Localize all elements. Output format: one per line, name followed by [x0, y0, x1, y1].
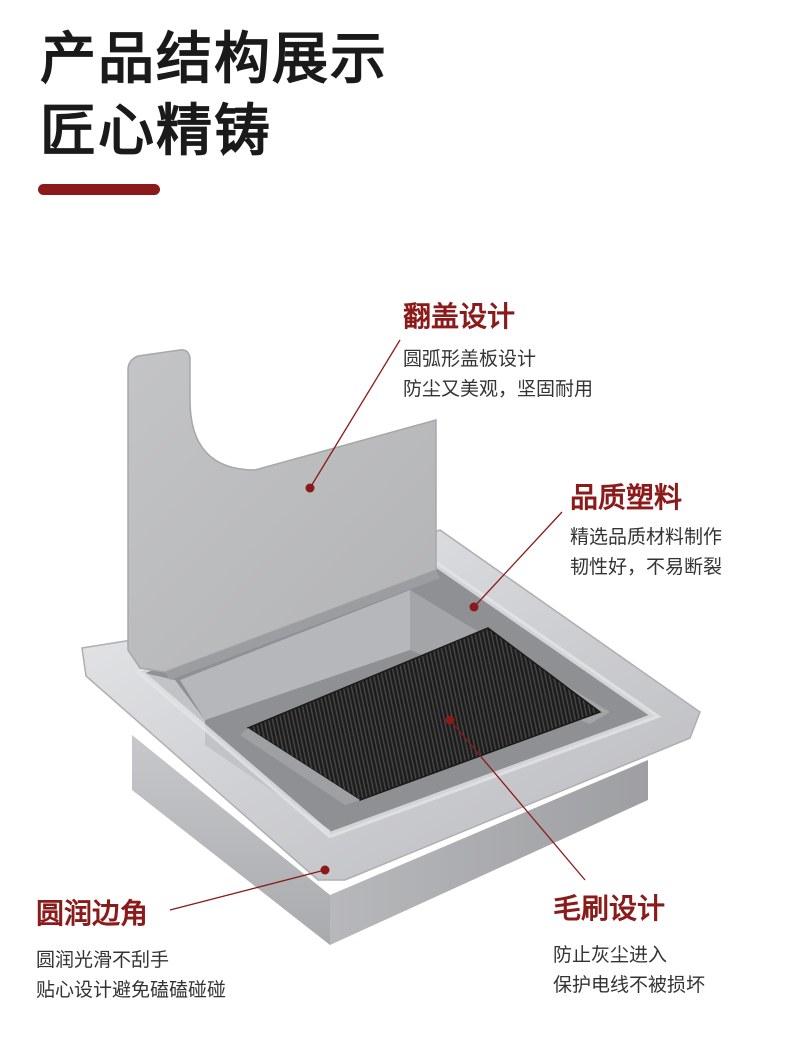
flip-lid	[127, 349, 440, 680]
brush-bristles	[240, 627, 602, 805]
callout-desc-line: 贴心设计避免磕磕碰碰	[36, 979, 227, 1001]
page-title-line1: 产品结构展示	[40, 27, 388, 92]
callout-desc-line: 韧性好，不易断裂	[570, 556, 723, 578]
callout-title-brush: 毛刷设计	[553, 892, 666, 925]
callout-desc-line: 防止灰尘进入	[553, 944, 668, 966]
callout-desc-material: 精选品质材料制作 韧性好，不易断裂	[570, 522, 722, 582]
callout-desc-flip-lid: 圆弧形盖板设计 防尘又美观，坚固耐用	[403, 344, 593, 404]
title-accent-bar	[38, 184, 160, 195]
callout-title-rounded-edge: 圆润边角	[36, 897, 149, 930]
callout-desc-rounded-edge: 圆润光滑不刮手 贴心设计避免磕磕碰碰	[36, 945, 226, 1005]
callout-desc-line: 精选品质材料制作	[570, 526, 723, 548]
callout-title-material: 品质塑料	[570, 481, 683, 514]
callout-desc-line: 圆弧形盖板设计	[403, 348, 537, 370]
callout-dot-brush	[445, 715, 455, 725]
callout-dot-lid	[305, 483, 315, 493]
callout-desc-line: 保护电线不被损坏	[553, 974, 706, 996]
callout-desc-line: 圆润光滑不刮手	[36, 949, 170, 971]
callout-dot-edge	[320, 865, 330, 875]
box-body	[132, 735, 648, 945]
callout-dot-material	[469, 602, 479, 612]
callout-desc-brush: 防止灰尘进入 保护电线不被损坏	[553, 940, 705, 1000]
callout-leaders	[169, 339, 586, 911]
callout-title-flip-lid: 翻盖设计	[403, 300, 516, 333]
page-title-line2: 匠心精铸	[40, 99, 272, 164]
callout-desc-line: 防尘又美观，坚固耐用	[403, 378, 594, 400]
